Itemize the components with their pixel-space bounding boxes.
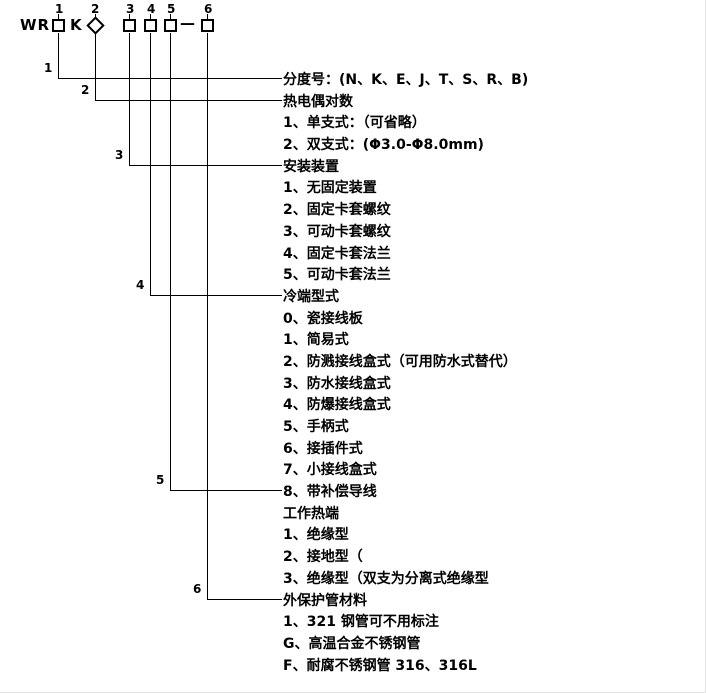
code-separator-dash: —	[180, 14, 196, 32]
code-box-1	[52, 19, 65, 32]
position-number-3: 3	[126, 2, 135, 16]
spec-row-6: 1、无固定装置	[283, 180, 377, 197]
spec-row-3: 1、单支式：（可省略）	[283, 115, 426, 132]
spec-row-21: 工作热端	[283, 505, 339, 522]
spec-row-18: 6、接插件式	[283, 440, 363, 457]
position-number-1: 1	[55, 2, 64, 16]
position-tick-1	[58, 14, 59, 19]
spec-row-4: 2、双支式：(Φ3.0-Φ8.0mm)	[283, 137, 484, 154]
position-number-5: 5	[167, 2, 176, 16]
spec-row-10: 5、可动卡套法兰	[283, 267, 391, 284]
code-box-6	[201, 19, 214, 32]
spec-row-14: 2、防溅接线盒式（可用防水式替代）	[283, 353, 517, 370]
callout-line-horizontal-4	[150, 295, 282, 296]
callout-number-2: 2	[81, 83, 90, 97]
spec-row-13: 1、简易式	[283, 332, 349, 349]
callout-line-vertical-5	[170, 33, 171, 490]
callout-line-horizontal-3	[129, 165, 282, 166]
spec-row-25: 外保护管材料	[283, 592, 367, 609]
spec-row-22: 1、绝缘型	[283, 527, 349, 544]
spec-list: 分度号：(N、K、E、J、T、S、R、B) 热电偶对数 1、单支式：（可省略） 2、双…	[283, 69, 528, 676]
callout-line-vertical-2	[95, 33, 96, 100]
position-number-4: 4	[147, 2, 156, 16]
position-tick-5	[170, 14, 171, 19]
spec-row-5: 安装装置	[283, 158, 339, 175]
callout-line-vertical-3	[129, 33, 130, 165]
spec-row-1: 分度号：(N、K、E、J、T、S、R、B)	[283, 72, 529, 88]
spec-row-19: 7、小接线盒式	[283, 462, 377, 479]
position-tick-4	[150, 14, 151, 19]
code-fixed-letter: K	[70, 16, 83, 34]
callout-line-horizontal-2	[95, 100, 282, 101]
spec-row-15: 3、防水接线盒式	[283, 375, 391, 392]
code-prefix: WR	[20, 16, 51, 34]
callout-line-horizontal-6	[207, 599, 282, 600]
position-number-6: 6	[204, 2, 213, 16]
spec-row-26: 1、321 钢管可不用标注	[283, 614, 439, 631]
spec-row-12: 0、瓷接线板	[283, 310, 363, 327]
position-tick-6	[207, 14, 208, 19]
code-box-4	[144, 19, 157, 32]
spec-row-20: 8、带补偿导线	[283, 484, 377, 501]
callout-number-6: 6	[193, 582, 202, 596]
spec-row-24: 3、绝缘型（双支为分离式绝缘型	[283, 570, 489, 587]
spec-row-2: 热电偶对数	[283, 93, 353, 110]
callout-number-4: 4	[136, 278, 145, 292]
spec-row-8: 3、可动卡套螺纹	[283, 223, 391, 240]
position-number-2: 2	[91, 2, 100, 16]
position-tick-2	[95, 14, 96, 19]
callout-line-vertical-4	[150, 33, 151, 295]
callout-number-1: 1	[44, 61, 53, 75]
code-diamond-2	[86, 16, 105, 35]
spec-row-23: 2、接地型（	[283, 549, 363, 566]
spec-row-16: 4、防爆接线盒式	[283, 397, 391, 414]
spec-row-11: 冷端型式	[283, 288, 339, 305]
code-box-3	[123, 19, 136, 32]
spec-row-27: G、高温合金不锈钢管	[283, 635, 421, 652]
callout-line-horizontal-5	[170, 490, 282, 491]
spec-row-17: 5、手柄式	[283, 419, 349, 435]
callout-number-5: 5	[156, 473, 165, 487]
spec-row-9: 4、固定卡套法兰	[283, 245, 391, 262]
callout-number-3: 3	[115, 148, 124, 162]
code-box-5	[164, 19, 177, 32]
callout-line-vertical-1	[58, 33, 59, 78]
position-tick-3	[129, 14, 130, 19]
spec-row-28: F、耐腐不锈钢管 316、316L	[283, 657, 477, 674]
spec-row-7: 2、固定卡套螺纹	[283, 202, 391, 219]
callout-line-vertical-6	[207, 33, 208, 599]
